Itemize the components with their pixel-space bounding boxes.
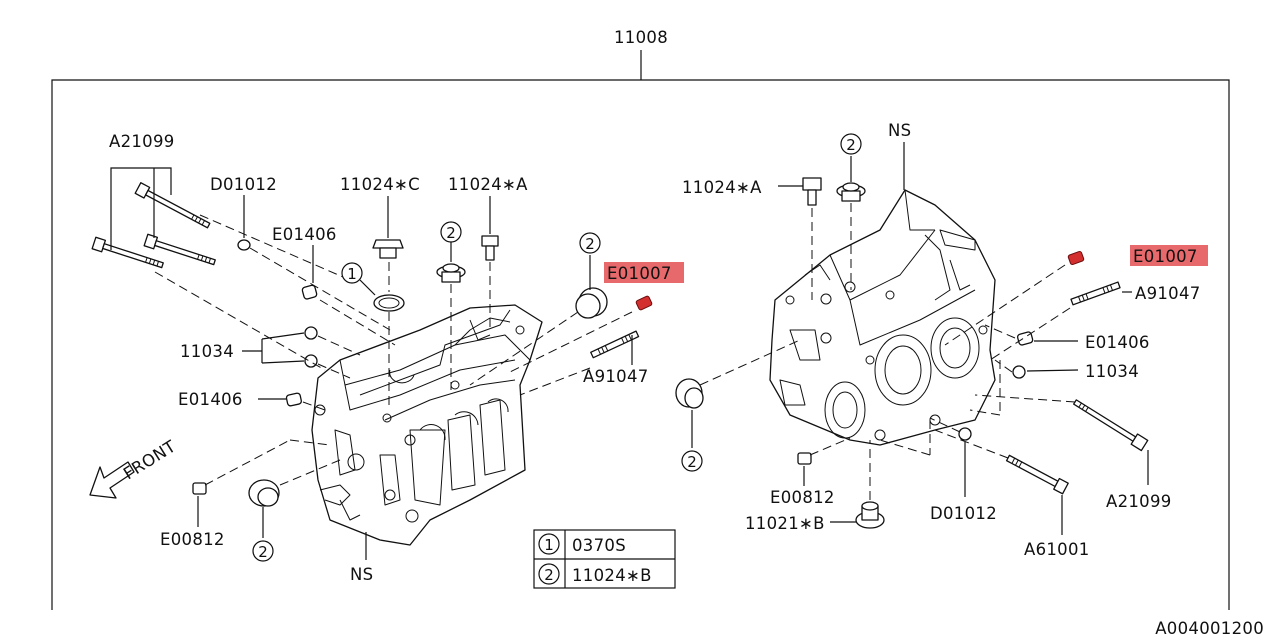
label-a21099-left: A21099 bbox=[109, 132, 175, 151]
washer-d01012-left bbox=[237, 239, 251, 251]
label-d01012-right: D01012 bbox=[930, 504, 997, 523]
label-e01406-right: E01406 bbox=[1085, 333, 1150, 352]
pin-e01406-left bbox=[258, 392, 302, 407]
label-11034-left: 11034 bbox=[180, 342, 234, 361]
front-arrow-icon: FRONT bbox=[89, 436, 180, 499]
plug-11024b-top bbox=[436, 263, 466, 283]
reference-code: A004001200 bbox=[1155, 619, 1264, 636]
svg-text:0370S: 0370S bbox=[572, 536, 626, 555]
o-ring bbox=[373, 294, 405, 312]
pin-e00812-right bbox=[797, 452, 812, 465]
legend-row-1: 1 0370S bbox=[538, 533, 626, 555]
plug-11024b-bottom-left bbox=[248, 479, 280, 538]
plug-11024b-large bbox=[575, 255, 608, 319]
pin-e00812-left bbox=[192, 482, 207, 527]
callout-2-right-left: 2 bbox=[681, 450, 703, 472]
highlight-e01007-right bbox=[1130, 245, 1208, 266]
pin-e01406-top-left bbox=[301, 245, 318, 300]
bolt-11024c bbox=[372, 196, 404, 259]
label-11024a-left: 11024∗A bbox=[448, 175, 528, 194]
label-11024c: 11024∗C bbox=[340, 175, 420, 194]
svg-text:2: 2 bbox=[544, 566, 554, 584]
stud-a61001 bbox=[1005, 454, 1069, 535]
assembly-number: 11008 bbox=[614, 28, 668, 47]
label-a91047-left: A91047 bbox=[583, 367, 649, 386]
legend-row-2: 2 11024∗B bbox=[538, 563, 652, 585]
assembly-frame: 11008 bbox=[51, 28, 1230, 610]
svg-text:2: 2 bbox=[585, 235, 595, 253]
label-11034-right: 11034 bbox=[1085, 362, 1139, 381]
callout-2-top: 2 bbox=[440, 221, 462, 262]
crankcase-half-left bbox=[311, 304, 543, 546]
washer-d01012-right bbox=[958, 427, 972, 441]
label-ns-right: NS bbox=[888, 121, 911, 140]
washer-11034-right bbox=[1012, 365, 1079, 379]
label-ns-left: NS bbox=[350, 565, 373, 584]
label-a61001: A61001 bbox=[1024, 540, 1090, 559]
label-11024a-right: 11024∗A bbox=[682, 178, 762, 197]
stud-a91047-right bbox=[1070, 281, 1132, 306]
label-e01007-left: E01007 bbox=[607, 264, 672, 283]
plug-11024b-right-top bbox=[836, 156, 866, 202]
stud-a91047-left bbox=[590, 330, 640, 365]
label-d01012-left: D01012 bbox=[210, 175, 277, 194]
label-e01007-right: E01007 bbox=[1133, 247, 1198, 266]
crankcase-half-right bbox=[769, 189, 996, 446]
front-label: FRONT bbox=[120, 436, 180, 483]
highlight-e01007-left bbox=[604, 262, 684, 283]
pin-e01007-left bbox=[635, 295, 653, 311]
label-e00812-right: E00812 bbox=[770, 488, 835, 507]
callout-2-large: 2 bbox=[579, 232, 601, 254]
svg-text:1: 1 bbox=[544, 536, 554, 554]
label-a91047-right: A91047 bbox=[1135, 284, 1201, 303]
assembly-dashed-lines bbox=[154, 203, 1076, 500]
label-a21099-right: A21099 bbox=[1106, 492, 1172, 511]
washer-11034-left bbox=[242, 326, 318, 368]
callout-2-right-top: 2 bbox=[840, 133, 862, 155]
label-11021b: 11021∗B bbox=[745, 514, 825, 533]
plug-11021b bbox=[830, 501, 885, 529]
svg-text:1: 1 bbox=[347, 265, 357, 283]
svg-text:11024∗B: 11024∗B bbox=[572, 566, 652, 585]
callout-2-bottom-left: 2 bbox=[252, 540, 274, 562]
svg-text:2: 2 bbox=[687, 453, 697, 471]
bolt-a21099-right bbox=[1073, 399, 1149, 485]
legend-table: 1 0370S 2 11024∗B bbox=[533, 529, 676, 589]
bolt-a21099-left bbox=[91, 167, 216, 269]
bolt-11024a-left bbox=[481, 196, 499, 261]
svg-text:2: 2 bbox=[258, 543, 268, 561]
callout-1: 1 bbox=[341, 262, 376, 296]
svg-text:2: 2 bbox=[446, 224, 456, 242]
label-e01406-left: E01406 bbox=[178, 390, 243, 409]
plug-11024b-right-left bbox=[675, 378, 704, 448]
pin-e01406-right bbox=[1016, 331, 1078, 346]
label-e00812-left: E00812 bbox=[160, 530, 225, 549]
svg-text:2: 2 bbox=[846, 136, 856, 154]
bolt-11024a-right bbox=[778, 177, 822, 206]
pin-e01007-right bbox=[1067, 250, 1085, 266]
label-e01406-top-left: E01406 bbox=[272, 225, 337, 244]
